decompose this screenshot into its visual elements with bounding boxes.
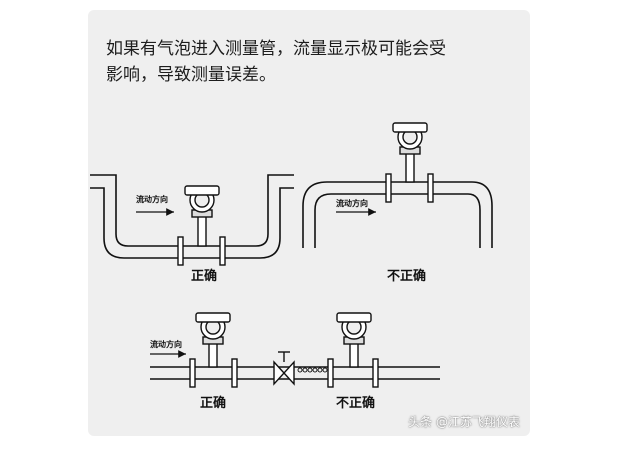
- verdict-label-3b: 不正确: [336, 396, 376, 411]
- verdict-label-1: 正确: [191, 269, 218, 284]
- pipe-u-dip: [90, 174, 294, 259]
- watermark-text: 头条 @江苏飞翔仪表: [408, 415, 520, 429]
- valve-icon: [273, 351, 295, 386]
- pipe-inverted-u: [302, 181, 493, 248]
- flowmeter-head-2: [392, 122, 428, 183]
- flange-pair-1: [177, 236, 226, 266]
- caption-text: 如果有气泡进入测量管，流量显示极可能会受 影响，导致测量误差。: [106, 36, 506, 88]
- flange-pair-2: [385, 173, 434, 203]
- verdict-label-3a: 正确: [200, 396, 227, 411]
- flow-direction-label-2: 流动方向: [336, 199, 368, 208]
- flowmeter-head-1: [184, 185, 220, 247]
- caption-line-2: 影响，导致测量误差。: [106, 65, 276, 85]
- flowmeter-head-3b: [336, 312, 372, 368]
- flow-direction-label-3: 流动方向: [150, 340, 182, 349]
- watermark: 头条 @江苏飞翔仪表: [408, 413, 520, 430]
- flowmeter-head-3a: [195, 312, 231, 368]
- flow-direction-label-1: 流动方向: [136, 195, 168, 204]
- instruction-card: 如果有气泡进入测量管，流量显示极可能会受 影响，导致测量误差。: [88, 10, 530, 436]
- caption-line-1: 如果有气泡进入测量管，流量显示极可能会受: [106, 39, 446, 59]
- air-bubbles: [297, 367, 328, 373]
- flange-pair-3a: [189, 358, 238, 388]
- pipe-straight: [150, 366, 440, 380]
- verdict-label-2: 不正确: [387, 269, 427, 284]
- flange-pair-3b: [327, 358, 379, 388]
- installation-diagram: [90, 122, 493, 388]
